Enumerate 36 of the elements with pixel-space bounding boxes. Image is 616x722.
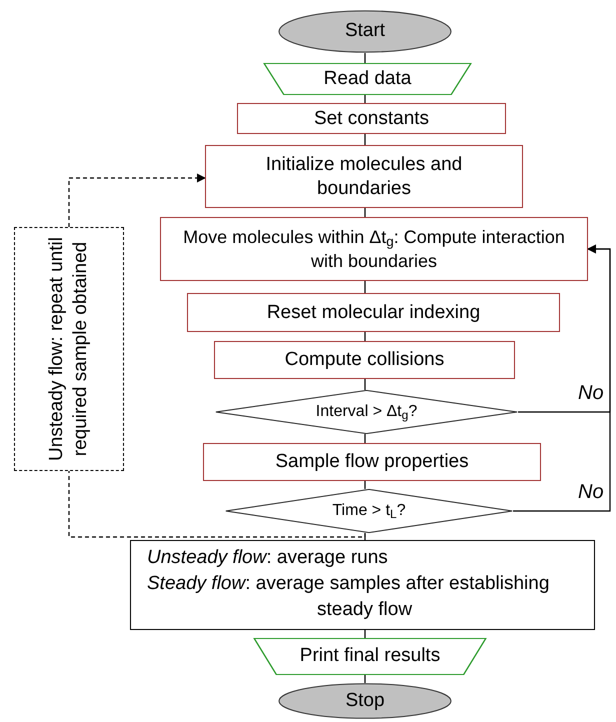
decision-diamond <box>225 489 513 533</box>
connector <box>364 134 366 145</box>
io-trapezoid <box>263 63 472 95</box>
node-label: Move molecules within Δt$_{g}$: Compute interaction with boundaries <box>182 226 566 273</box>
connector <box>364 53 366 63</box>
process-box <box>203 443 541 481</box>
node-label: Print final results <box>298 644 442 668</box>
note-box <box>14 227 124 471</box>
node-label: Time > t$_{L}$? <box>331 501 407 523</box>
connector <box>68 471 366 538</box>
note-text: Unsteady flow: repeat until required sample obtained <box>45 236 92 463</box>
result-text: Unsteady flow: average runs <box>147 546 388 570</box>
result-text: Steady flow: average samples after establishing steady flow <box>147 572 550 622</box>
process-box <box>160 217 588 281</box>
connector <box>364 379 366 390</box>
result-box <box>130 540 595 630</box>
node-label: Read data <box>322 66 412 91</box>
terminal-ellipse <box>278 10 452 53</box>
process-box <box>214 341 515 379</box>
connector <box>68 174 206 227</box>
connector <box>513 244 611 512</box>
connector <box>364 281 366 293</box>
io-trapezoid <box>253 638 487 675</box>
node-label: Interval > Δt$_{g}$? <box>314 402 418 424</box>
decision-diamond <box>215 390 518 434</box>
node-label: Set constants <box>312 106 430 130</box>
node-label: Sample flow properties <box>274 450 470 474</box>
node-label: Start <box>344 19 386 44</box>
node-label: Compute collisions <box>284 348 446 372</box>
terminal-ellipse <box>278 683 452 719</box>
process-box <box>205 145 523 208</box>
node-label: Reset molecular indexing <box>266 300 482 324</box>
process-box <box>237 103 506 134</box>
node-label: Initialize molecules and boundaries <box>264 152 464 200</box>
node-label: Stop <box>344 688 386 713</box>
process-box <box>187 293 560 332</box>
